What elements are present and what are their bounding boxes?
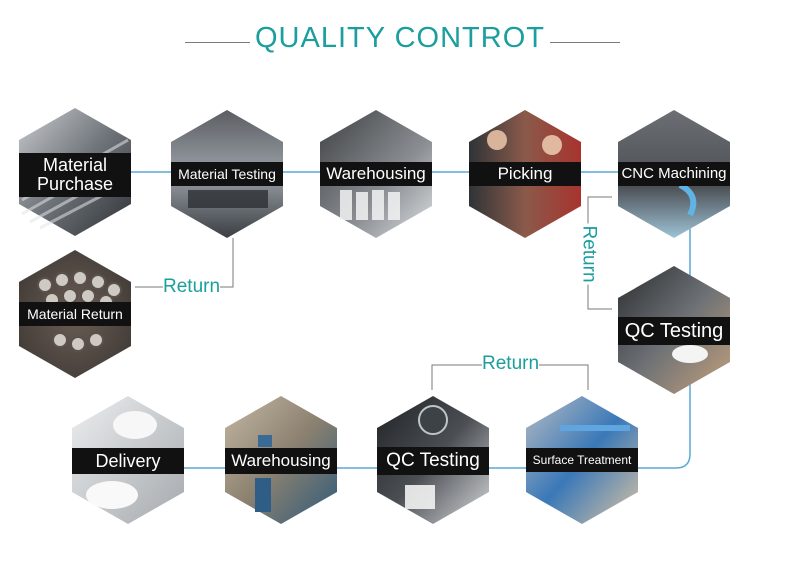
label-cnc-machining: CNC Machining xyxy=(618,162,730,186)
title-line-right xyxy=(550,42,620,43)
label-material-purchase: Material Purchase xyxy=(19,153,131,197)
title-line-left xyxy=(185,42,250,43)
label-picking: Picking xyxy=(469,162,581,186)
connector-right-loop xyxy=(75,172,691,469)
title-bar: QUALITY CONTROT xyxy=(0,22,805,62)
page-title: QUALITY CONTROT xyxy=(255,22,545,54)
label-material-testing: Material Testing xyxy=(171,162,283,186)
label-surface-treatment: Surface Treatment xyxy=(526,448,638,472)
return-label-left: Return xyxy=(163,276,221,298)
label-qc-testing-1: QC Testing xyxy=(618,317,730,345)
return-label-bottom: Return xyxy=(482,353,540,375)
label-qc-testing-2: QC Testing xyxy=(377,447,489,475)
label-warehousing-2: Warehousing xyxy=(225,448,337,474)
return-label-right: Return xyxy=(577,223,600,285)
label-material-return: Material Return xyxy=(19,302,131,326)
label-delivery: Delivery xyxy=(72,448,184,474)
label-warehousing-1: Warehousing xyxy=(320,162,432,186)
